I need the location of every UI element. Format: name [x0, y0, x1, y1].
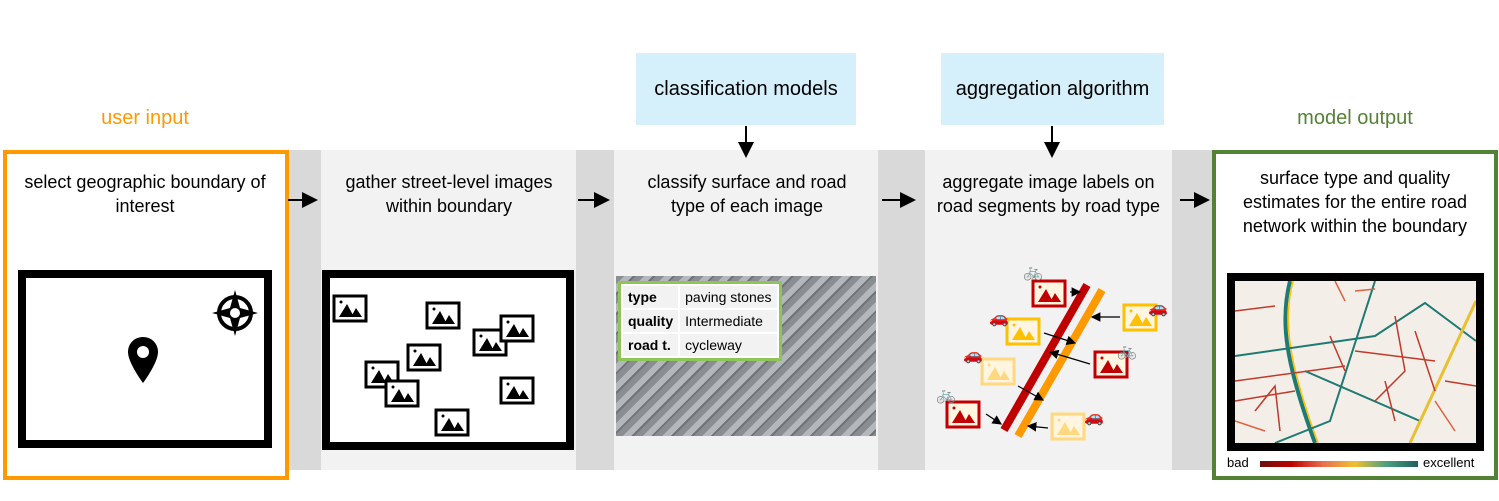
step-output-text: surface type and quality estimates for t…	[1242, 168, 1468, 236]
row-value: cycleway	[678, 332, 779, 358]
image-icon	[499, 314, 535, 343]
model-output-label: model output	[1297, 107, 1413, 129]
image-icon	[434, 408, 470, 437]
step-select-text: select geographic boundary of interest	[24, 172, 266, 216]
image-icon	[406, 343, 442, 372]
image-icon	[425, 301, 461, 330]
row-value: paving stones	[678, 284, 779, 310]
road-quality-map	[1227, 273, 1484, 451]
legend-gradient	[1260, 461, 1418, 467]
legend-low: bad	[1227, 455, 1249, 470]
legend-high: excellent	[1423, 455, 1475, 470]
image-icon	[364, 360, 400, 389]
row-key: type	[620, 284, 681, 310]
image-icon	[332, 294, 368, 323]
step-classify-text: classify surface and road type of each i…	[647, 172, 847, 216]
table-row: road t.cycleway	[620, 332, 779, 358]
step-gather-text: gather street-level images within bounda…	[345, 172, 553, 216]
user-input-label: user input	[101, 107, 189, 129]
aggregation-algorithm-box: aggregation algorithm	[941, 53, 1164, 125]
image-icon	[384, 379, 420, 408]
row-key: road t.	[620, 332, 681, 358]
row-key: quality	[620, 308, 681, 334]
image-icon	[499, 376, 535, 405]
step-aggregate-text: aggregate image labels on road segments …	[936, 172, 1161, 216]
compass-icon	[212, 290, 258, 336]
road-network	[1235, 281, 1476, 443]
row-value: Intermediate	[678, 308, 779, 334]
classification-models-box: classification models	[636, 53, 856, 125]
location-pin-icon	[128, 337, 158, 383]
